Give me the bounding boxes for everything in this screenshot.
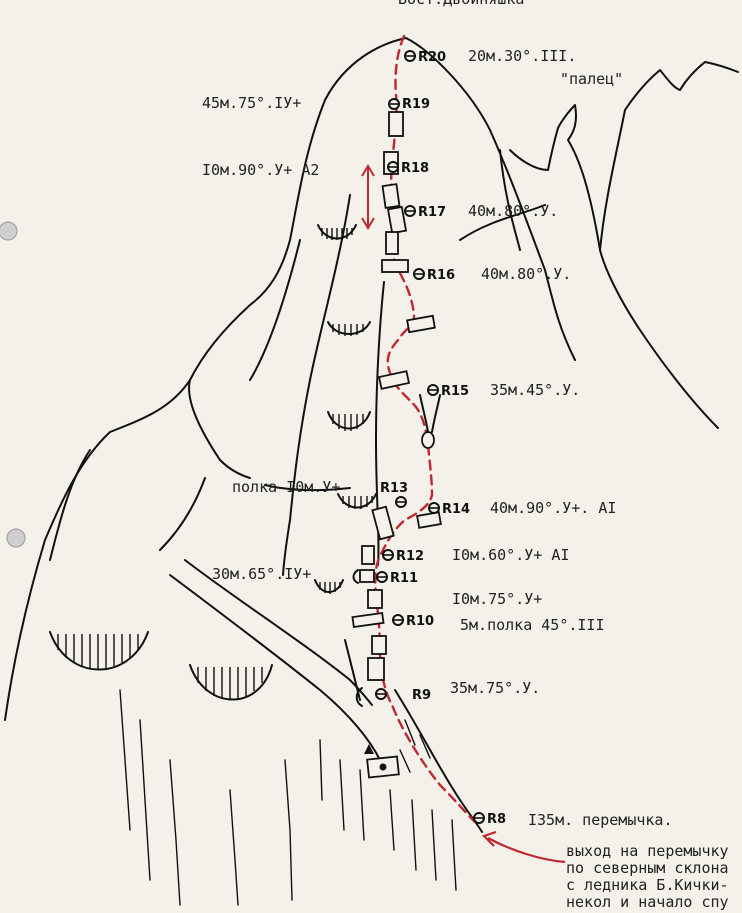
pitch-box bbox=[386, 205, 408, 235]
small-bracket bbox=[352, 569, 363, 707]
desc-R16: 40м.80°.У. bbox=[481, 265, 571, 283]
desc-R20: 20м.30°.III. bbox=[468, 47, 576, 65]
belay-R10 bbox=[392, 614, 404, 626]
start-marker bbox=[364, 744, 374, 754]
desc-R19: 45м.75°.IУ+ bbox=[202, 94, 301, 112]
pitch-box bbox=[359, 569, 375, 583]
pitch-box bbox=[388, 111, 404, 137]
belay-label-R15: R15 bbox=[441, 384, 469, 399]
belay-R20 bbox=[404, 50, 416, 62]
pitch-box bbox=[381, 259, 409, 273]
belay-label-R14: R14 bbox=[442, 502, 470, 517]
desc-R10: 5м.полка 45°.III bbox=[460, 616, 605, 634]
chockstone bbox=[421, 431, 435, 449]
approach-line-4: некол и начало спу bbox=[566, 893, 729, 911]
bivouac-dot bbox=[379, 763, 387, 771]
belay-label-R9: R9 bbox=[412, 688, 431, 703]
pitch-box bbox=[367, 589, 383, 609]
peak-title: Вост.Двойняшка bbox=[398, 0, 524, 8]
desc-R13: полка I0м.У+ bbox=[232, 478, 340, 496]
belay-label-R17: R17 bbox=[418, 205, 446, 220]
belay-R13 bbox=[395, 496, 407, 508]
pitch-box bbox=[371, 635, 387, 655]
approach-note: выход на перемычку по северным склона с … bbox=[566, 842, 729, 911]
belay-R8 bbox=[473, 812, 485, 824]
desc-R14: 40м.90°.У+. AI bbox=[490, 499, 616, 517]
updown-arrow bbox=[361, 164, 375, 230]
desc-R9: 35м.75°.У. bbox=[450, 679, 540, 697]
approach-arrow bbox=[481, 830, 566, 864]
approach-line-2: по северным склона bbox=[566, 859, 729, 877]
belay-R19 bbox=[388, 98, 400, 110]
overhang-1 bbox=[317, 224, 357, 240]
belay-R14 bbox=[428, 502, 440, 514]
belay-label-R12: R12 bbox=[396, 549, 424, 564]
pitch-box bbox=[361, 545, 375, 565]
belay-labels: R20 R19 R18 R17 R16 R15 R14 R13 R12 R11 … bbox=[380, 50, 506, 827]
pitch-box bbox=[371, 505, 395, 541]
pitch-box bbox=[381, 183, 401, 209]
mountain-outline bbox=[4, 37, 739, 906]
palets-label: "палец" bbox=[560, 70, 623, 88]
belay-label-R10: R10 bbox=[406, 614, 434, 629]
belay-R18 bbox=[387, 161, 399, 173]
punch-hole-top bbox=[0, 221, 18, 241]
pitch-box bbox=[385, 231, 399, 255]
pitch-markers bbox=[351, 111, 442, 779]
punch-hole-bottom bbox=[6, 528, 26, 548]
pitch-box bbox=[416, 511, 442, 529]
side-note: 30м.65°.IУ+ bbox=[212, 565, 311, 583]
overhang-6 bbox=[49, 631, 149, 671]
desc-R15: 35м.45°.У. bbox=[490, 381, 580, 399]
pitch-box bbox=[351, 611, 385, 629]
overhang-marks bbox=[49, 224, 377, 707]
rock-striations bbox=[119, 689, 457, 906]
desc-R18: I0м.90°.У+ A2 bbox=[202, 161, 319, 179]
desc-R17: 40м.80°.У. bbox=[468, 202, 558, 220]
belay-label-R8: R8 bbox=[487, 812, 506, 827]
belay-R15 bbox=[427, 384, 439, 396]
overhang-2 bbox=[327, 321, 371, 336]
pitch-box bbox=[406, 314, 436, 334]
overhang-3 bbox=[327, 411, 371, 431]
desc-R11: I0м.75°.У+ bbox=[452, 590, 542, 608]
belay-R17 bbox=[404, 205, 416, 217]
desc-R12: I0м.60°.У+ AI bbox=[452, 546, 569, 564]
belay-R12 bbox=[382, 549, 394, 561]
belay-rings bbox=[375, 50, 485, 824]
pitch-box bbox=[377, 370, 411, 390]
approach-line-3: с ледника Б.Кички- bbox=[566, 876, 729, 894]
belay-label-R20: R20 bbox=[418, 50, 446, 65]
belay-label-R11: R11 bbox=[390, 571, 418, 586]
pitch-descriptions: 20м.30°.III. "палец" 45м.75°.IУ+ I0м.90°… bbox=[202, 47, 673, 829]
desc-R8: I35м. перемычка. bbox=[528, 811, 673, 829]
belay-R9 bbox=[375, 688, 387, 700]
belay-label-R16: R16 bbox=[427, 268, 455, 283]
belay-label-R19: R19 bbox=[402, 97, 430, 112]
overhang-5 bbox=[314, 579, 344, 594]
belay-label-R18: R18 bbox=[401, 161, 429, 176]
pitch-box bbox=[367, 657, 385, 681]
overhang-7 bbox=[189, 664, 273, 701]
belay-R16 bbox=[413, 268, 425, 280]
belay-label-R13: R13 bbox=[380, 481, 408, 496]
belay-R11 bbox=[376, 571, 388, 583]
approach-line-1: выход на перемычку bbox=[566, 842, 729, 860]
overhang-4 bbox=[337, 493, 377, 509]
